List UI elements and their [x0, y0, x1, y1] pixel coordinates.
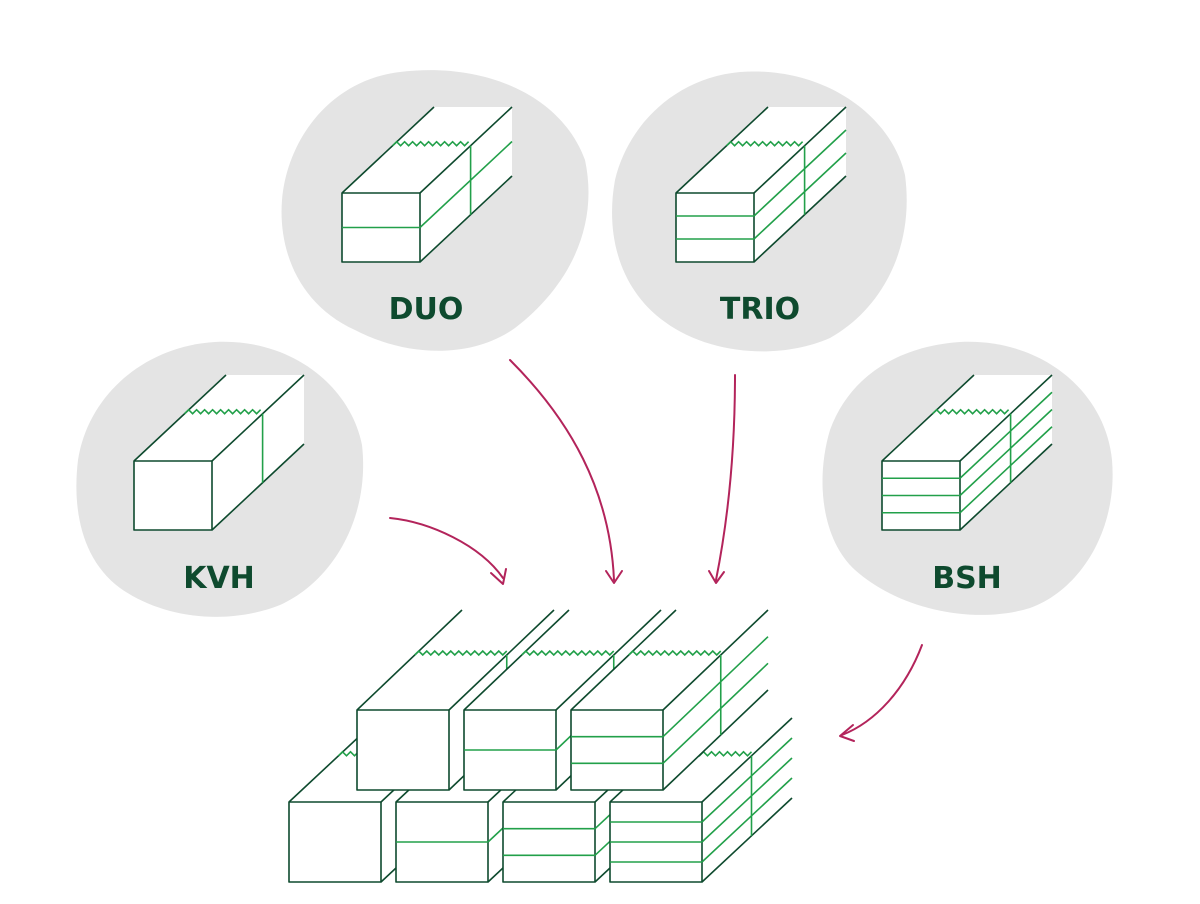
- side-lamella: [959, 408, 1053, 497]
- arrow-kvh: [389, 517, 504, 579]
- front-face: [356, 709, 450, 791]
- bottom-edge-right: [211, 443, 305, 531]
- top-edge-right: [662, 609, 769, 711]
- arrow-bsh-head: [839, 724, 855, 742]
- top-edge-left: [463, 609, 570, 711]
- timber-bsh: [881, 374, 1053, 531]
- arrow-duo-head: [605, 570, 623, 584]
- arrow-bsh: [841, 644, 923, 736]
- finger-joint: [932, 408, 1010, 415]
- timber-trio: [675, 106, 847, 263]
- top-edge-right: [419, 106, 513, 194]
- label-bsh: BSH: [932, 561, 1002, 596]
- top-edge-right: [701, 717, 793, 803]
- label-kvh: KVH: [183, 561, 255, 596]
- bottom-edge-right: [959, 443, 1053, 531]
- front-face: [288, 801, 382, 883]
- side-lamella: [959, 426, 1053, 514]
- label-trio: TRIO: [720, 292, 800, 327]
- bottom-edge-right: [662, 689, 769, 791]
- top-edge-right: [753, 106, 847, 194]
- side-lamella: [753, 152, 847, 240]
- top-edge-left: [356, 609, 463, 711]
- timber-fill: [357, 610, 554, 790]
- side-lamella: [701, 737, 793, 823]
- timber-fill: [571, 610, 768, 790]
- timber-duo: [341, 106, 513, 263]
- side-lamella: [419, 140, 513, 229]
- side-lamella: [701, 777, 793, 863]
- stack-top-trio: [570, 609, 769, 791]
- side-lamella: [959, 391, 1053, 479]
- top-edge-right: [211, 374, 305, 462]
- arrow-duo: [509, 359, 615, 581]
- side-lamella: [701, 757, 793, 843]
- front-face: [502, 801, 596, 883]
- finger-joint: [726, 140, 804, 147]
- bottom-edge-right: [419, 175, 513, 263]
- top-edge-left: [341, 106, 435, 194]
- front-face: [675, 192, 755, 263]
- timber-fill: [464, 610, 661, 790]
- arrow-trio: [715, 374, 736, 581]
- top-edge-right: [959, 374, 1053, 462]
- label-duo: DUO: [389, 292, 464, 327]
- top-edge-left: [881, 374, 975, 462]
- timbers: [133, 106, 1053, 883]
- front-face: [133, 460, 213, 531]
- finger-joint: [521, 649, 615, 657]
- blobs: [76, 70, 1113, 617]
- top-edge-left: [133, 374, 227, 462]
- side-lamella: [753, 129, 847, 217]
- timber-fill: [610, 718, 792, 882]
- finger-joint: [628, 649, 722, 657]
- finger-joint: [392, 140, 470, 147]
- front-face: [570, 709, 664, 791]
- arrows: [389, 359, 923, 742]
- top-edge-left: [675, 106, 769, 194]
- arrow-trio-head: [708, 570, 725, 584]
- top-edge-left: [570, 609, 677, 711]
- bottom-edge-right: [701, 797, 793, 883]
- arrow-kvh-head: [490, 568, 507, 585]
- side-lamella: [662, 662, 769, 764]
- top-edge-right: [448, 609, 555, 711]
- timber-kvh: [133, 374, 305, 531]
- finger-joint: [184, 408, 262, 415]
- finger-joint: [414, 649, 508, 657]
- bottom-edge-right: [753, 175, 847, 263]
- top-edge-right: [555, 609, 662, 711]
- side-lamella: [662, 636, 769, 738]
